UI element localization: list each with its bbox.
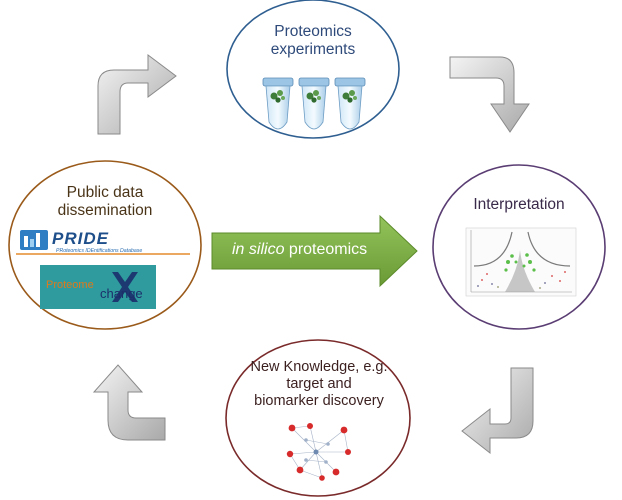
public-label-line2: dissemination <box>57 202 153 220</box>
proteomexchange-logo <box>40 265 156 309</box>
network-icon <box>286 423 351 481</box>
pride-logo-title: PRIDE <box>52 229 109 248</box>
knowledge-label-line2: target and <box>286 376 352 393</box>
in-silico-arrow-label: in silico proteomics <box>232 241 367 259</box>
arrow-top-right <box>449 56 530 133</box>
arrow-top-left <box>97 54 177 135</box>
interpretation-label: Interpretation <box>447 196 591 214</box>
public-label-line1: Public data <box>66 184 144 201</box>
knowledge-label: New Knowledge, e.g. target and biomarker… <box>241 359 397 410</box>
knowledge-label-line3: biomarker discovery <box>254 393 384 410</box>
in-silico-rest: proteomics <box>284 241 368 258</box>
proteomexchange-part1: Proteome <box>46 279 94 291</box>
in-silico-italic: in silico <box>232 241 285 258</box>
experiments-label-line1: Proteomics <box>274 23 352 40</box>
public-label: Public data dissemination <box>40 184 170 221</box>
arrow-bottom-right <box>461 367 534 455</box>
pride-logo <box>16 230 190 255</box>
volcano-plot-icon <box>465 227 577 297</box>
knowledge-node <box>225 339 411 497</box>
interpretation-label-text: Interpretation <box>473 196 565 213</box>
arrow-bottom-left <box>92 364 166 441</box>
experiments-label-line2: experiments <box>270 41 356 59</box>
experiments-label: Proteomics experiments <box>243 23 383 60</box>
knowledge-label-line1: New Knowledge, e.g. <box>250 359 388 375</box>
proteomexchange-part2: change <box>100 286 143 301</box>
pride-logo-subtitle: PRoteomics IDEntifications Database <box>56 248 143 254</box>
in-silico-arrow <box>211 214 418 288</box>
tube-icon <box>262 77 366 130</box>
